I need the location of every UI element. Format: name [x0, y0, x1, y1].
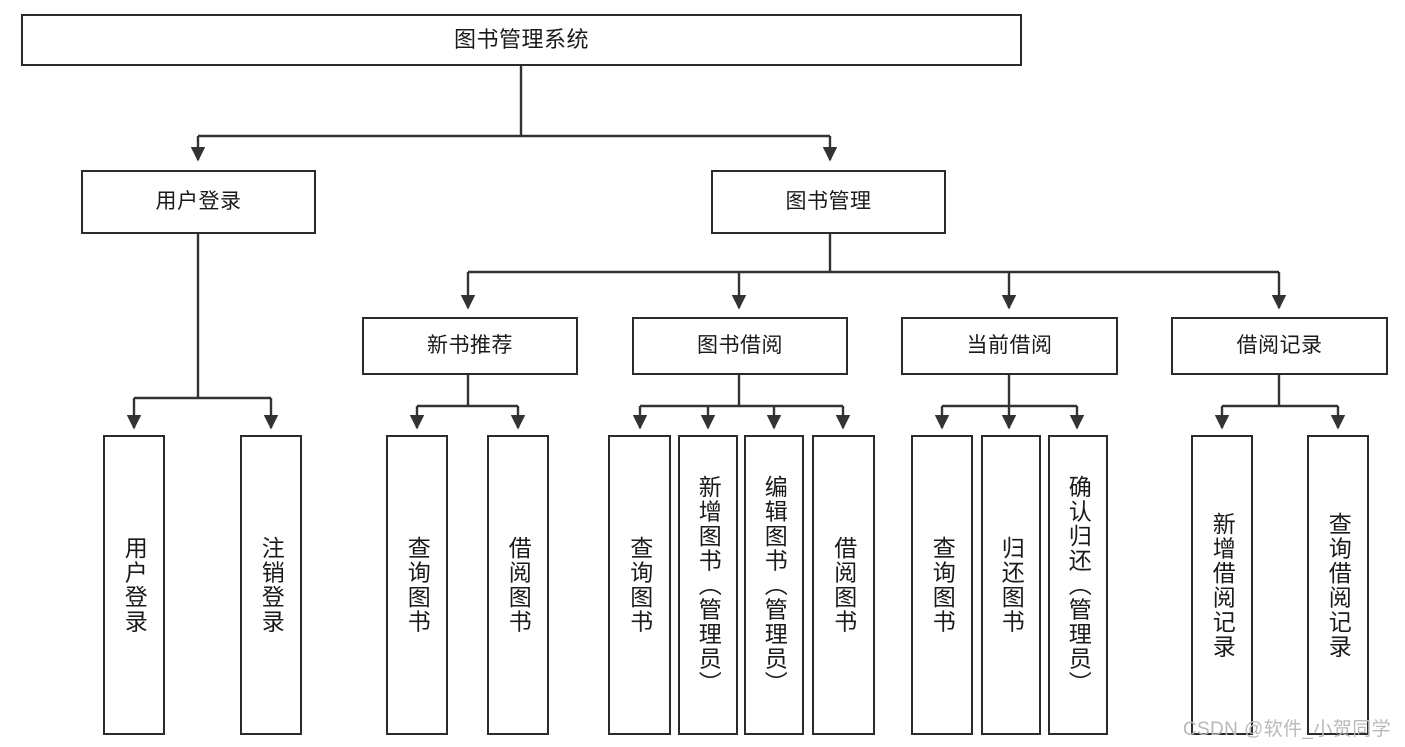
node-leaf-query-book-1[interactable]: 查询图书	[386, 435, 448, 735]
node-leaf-borrow-book-2[interactable]: 借阅图书	[812, 435, 875, 735]
node-leaf-query-record[interactable]: 查询借阅记录	[1307, 435, 1369, 735]
node-leaf-query-book-3-label: 查询图书	[929, 536, 956, 634]
node-current-borrow-label: 当前借阅	[966, 333, 1053, 357]
node-leaf-return-book-label: 归还图书	[998, 536, 1025, 634]
node-user-login[interactable]: 用户登录	[81, 170, 316, 234]
node-leaf-query-book-3[interactable]: 查询图书	[911, 435, 973, 735]
node-leaf-edit-book[interactable]: 编辑图书（管理员）	[744, 435, 804, 735]
node-borrow-record[interactable]: 借阅记录	[1171, 317, 1388, 375]
node-leaf-add-book[interactable]: 新增图书（管理员）	[678, 435, 738, 735]
node-leaf-logout-login-label: 注销登录	[258, 536, 285, 634]
node-new-book-recommend[interactable]: 新书推荐	[362, 317, 578, 375]
node-root-label: 图书管理系统	[453, 27, 589, 53]
node-user-login-label: 用户登录	[155, 189, 242, 213]
node-leaf-confirm-return[interactable]: 确认归还（管理员）	[1048, 435, 1108, 735]
node-leaf-user-login[interactable]: 用户登录	[103, 435, 165, 735]
node-book-borrow-label: 图书借阅	[697, 333, 783, 357]
node-leaf-query-book-1-label: 查询图书	[404, 536, 431, 634]
node-leaf-return-book[interactable]: 归还图书	[981, 435, 1041, 735]
node-root[interactable]: 图书管理系统	[21, 14, 1022, 66]
node-leaf-add-record-label: 新增借阅记录	[1209, 511, 1236, 659]
node-leaf-logout-login[interactable]: 注销登录	[240, 435, 302, 735]
node-leaf-query-book-2[interactable]: 查询图书	[608, 435, 671, 735]
node-leaf-borrow-book-1-label: 借阅图书	[505, 536, 532, 634]
node-current-borrow[interactable]: 当前借阅	[901, 317, 1118, 375]
node-leaf-confirm-return-label: 确认归还（管理员）	[1065, 474, 1092, 696]
node-leaf-query-book-2-label: 查询图书	[626, 536, 653, 634]
node-leaf-borrow-book-1[interactable]: 借阅图书	[487, 435, 549, 735]
node-leaf-add-record[interactable]: 新增借阅记录	[1191, 435, 1253, 735]
node-leaf-add-book-label: 新增图书（管理员）	[695, 474, 722, 696]
node-leaf-query-record-label: 查询借阅记录	[1325, 511, 1352, 659]
node-leaf-edit-book-label: 编辑图书（管理员）	[761, 474, 788, 696]
node-book-borrow[interactable]: 图书借阅	[632, 317, 848, 375]
node-leaf-borrow-book-2-label: 借阅图书	[830, 536, 857, 634]
node-new-book-recommend-label: 新书推荐	[427, 333, 513, 357]
node-borrow-record-label: 借阅记录	[1236, 333, 1323, 357]
node-book-manage-label: 图书管理	[785, 189, 872, 213]
node-book-manage[interactable]: 图书管理	[711, 170, 946, 234]
node-leaf-user-login-label: 用户登录	[121, 536, 148, 634]
csdn-watermark: CSDN @软件_小贺同学	[1182, 719, 1391, 740]
